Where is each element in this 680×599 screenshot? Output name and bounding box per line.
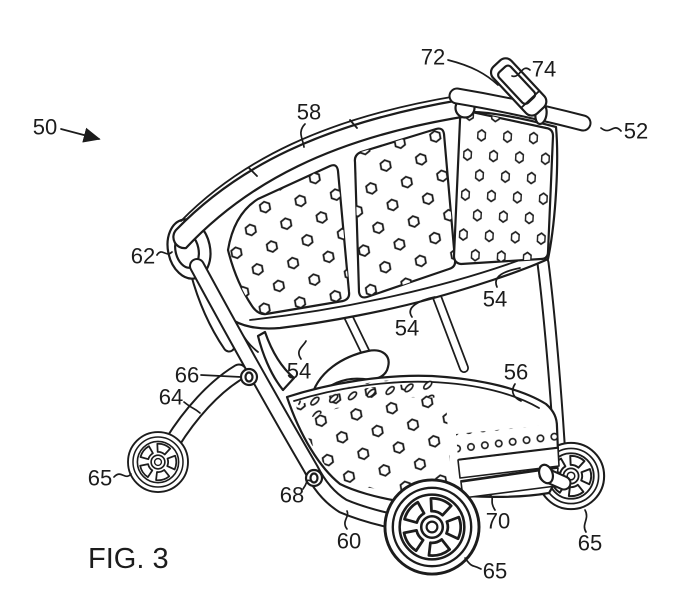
ref-label-54: 54: [395, 316, 419, 341]
ref-label-66: 66: [175, 363, 199, 388]
leader-56: [511, 383, 522, 402]
leader-65a: [113, 473, 132, 478]
leader-70: [489, 494, 496, 511]
device-holder: [489, 57, 548, 117]
ref-label-50: 50: [33, 115, 57, 140]
lower-basket-back-wall: [296, 378, 440, 418]
upper-basket: [166, 95, 559, 353]
ref-label-58: 58: [297, 100, 321, 125]
front-left-wheel: [127, 431, 189, 493]
leader-64: [183, 401, 201, 414]
ref-label-74: 74: [532, 57, 556, 82]
rear-axle-mount: [537, 463, 572, 491]
ref-label-54: 54: [483, 287, 507, 312]
figure-caption: FIG. 3: [88, 543, 169, 575]
lower-basket-perforations: [296, 384, 452, 493]
leader-54a: [495, 267, 521, 288]
device-screen: [497, 64, 537, 105]
ref-label-64: 64: [159, 385, 183, 410]
ref-label-70: 70: [486, 509, 510, 534]
leader-72: [447, 59, 499, 86]
leader-74: [511, 67, 531, 78]
ref-label-52: 52: [624, 119, 648, 144]
leader-60: [344, 510, 349, 530]
leader-58: [300, 123, 306, 148]
ref-label-54: 54: [287, 359, 311, 384]
ref-label-65: 65: [88, 466, 112, 491]
leader-54c: [297, 340, 307, 360]
leader-66: [200, 374, 242, 378]
leader-54b: [409, 296, 436, 318]
ref-label-56: 56: [504, 360, 528, 385]
ref-label-60: 60: [337, 529, 361, 554]
rear-strut: [536, 256, 567, 465]
leader-52: [600, 127, 622, 132]
leader-62: [156, 251, 173, 256]
ref-label-65: 65: [578, 531, 602, 556]
ref-label-68: 68: [280, 483, 304, 508]
ref-label-62: 62: [131, 244, 155, 269]
leader-65c: [464, 557, 482, 570]
leader-50: [60, 127, 101, 143]
ref-label-65: 65: [483, 559, 507, 584]
lower-basket: [285, 374, 560, 505]
leader-65b: [583, 509, 588, 533]
leader-68: [302, 479, 312, 490]
front-center-wheel: [383, 478, 481, 576]
leader-lines: [60, 59, 622, 570]
ref-label-72: 72: [421, 45, 445, 70]
